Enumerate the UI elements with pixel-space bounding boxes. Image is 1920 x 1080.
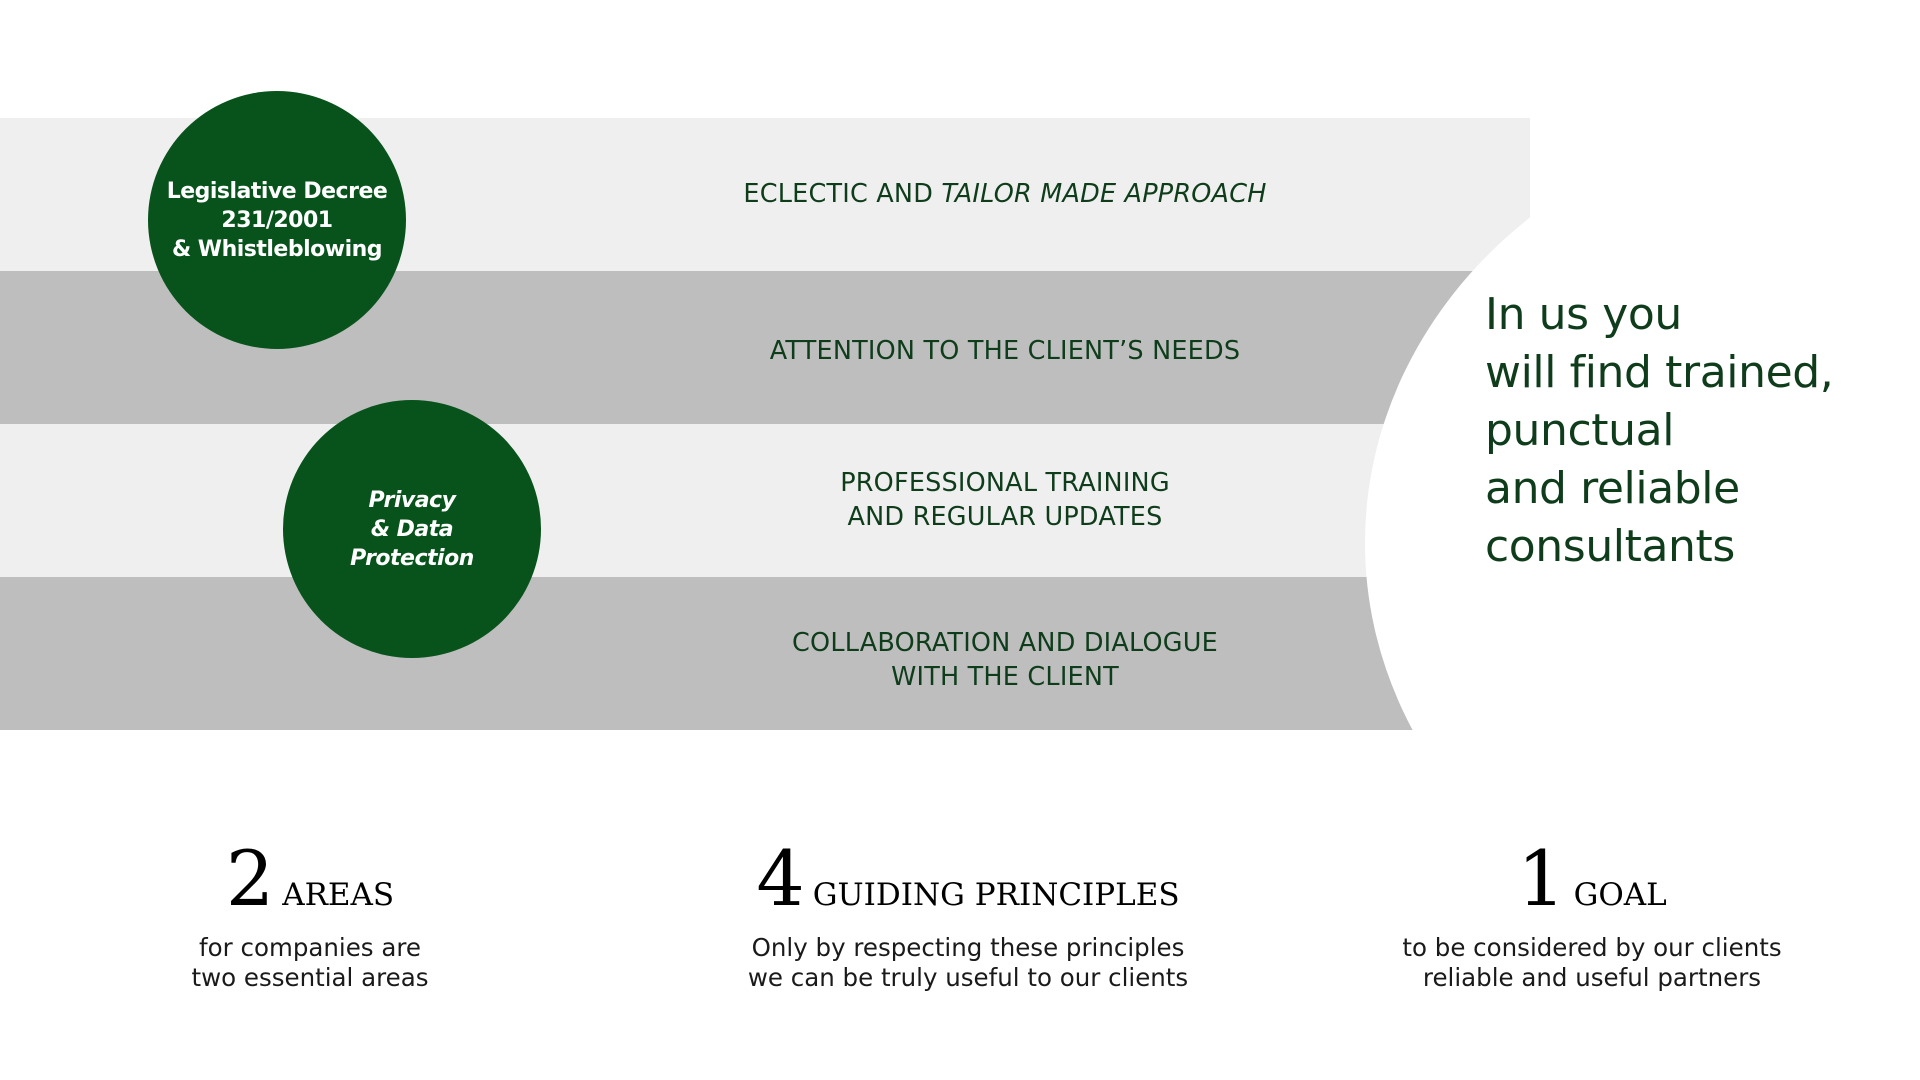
stat-principles-description: Only by respecting these principles we c…: [668, 933, 1268, 993]
area-circle-privacy: Privacy & Data Protection: [283, 400, 541, 658]
stat-areas-desc-line-1: for companies are: [199, 933, 421, 962]
stat-goal-word: GOAL: [1573, 877, 1667, 913]
stat-goal-desc-line-2: reliable and useful partners: [1422, 963, 1762, 992]
stat-areas-word: AREAS: [282, 877, 395, 913]
tagline-line-2: will find trained,: [1485, 347, 1834, 398]
area-2-line-1: Privacy: [368, 487, 456, 513]
right-panel-fill: [1530, 110, 1920, 740]
principle-3-text: PROFESSIONAL TRAINING AND REGULAR UPDATE…: [700, 466, 1310, 534]
principle-3-line-2: AND REGULAR UPDATES: [847, 502, 1163, 532]
tagline-line-3: punctual: [1485, 405, 1675, 456]
area-2-label: Privacy & Data Protection: [350, 486, 474, 573]
principle-3-line-1: PROFESSIONAL TRAINING: [840, 468, 1170, 498]
stat-areas-number: 2: [225, 834, 275, 923]
area-1-label: Legislative Decree 231/2001 & Whistleblo…: [167, 177, 388, 264]
principle-2-text: ATTENTION TO THE CLIENT’S NEEDS: [700, 334, 1310, 368]
area-1-line-3: & Whistleblowing: [171, 236, 383, 262]
tagline-line-4: and reliable: [1485, 463, 1740, 514]
stat-goal-desc-line-1: to be considered by our clients: [1402, 933, 1782, 962]
stat-areas-desc-line-2: two essential areas: [191, 963, 429, 992]
stat-goal-description: to be considered by our clients reliable…: [1292, 933, 1892, 993]
stat-areas-description: for companies are two essential areas: [10, 933, 610, 993]
area-2-line-2: & Data: [370, 516, 454, 542]
stat-principles-word: GUIDING PRINCIPLES: [812, 877, 1180, 913]
stat-principles-desc-line-1: Only by respecting these principles: [751, 933, 1185, 962]
principle-4-text: COLLABORATION AND DIALOGUE WITH THE CLIE…: [700, 626, 1310, 694]
principle-1-text: ECLECTIC AND TAILOR MADE APPROACH: [700, 177, 1310, 211]
tagline-line-1: In us you: [1485, 289, 1682, 340]
area-1-line-1: Legislative Decree: [166, 178, 388, 204]
principle-4-line-1: COLLABORATION AND DIALOGUE: [792, 628, 1218, 658]
principle-1-emphasis: TAILOR MADE APPROACH: [941, 179, 1267, 209]
tagline-line-5: consultants: [1485, 521, 1735, 572]
principle-2-label: ATTENTION TO THE CLIENT’S NEEDS: [769, 336, 1241, 366]
area-2-line-3: Protection: [350, 545, 474, 571]
stat-goal-number: 1: [1517, 834, 1566, 923]
tagline: In us you will find trained, punctual an…: [1485, 286, 1905, 576]
principle-4-line-2: WITH THE CLIENT: [891, 662, 1119, 692]
area-1-line-2: 231/2001: [221, 207, 333, 233]
stat-principles-desc-line-2: we can be truly useful to our clients: [747, 963, 1189, 992]
area-circle-legislative-decree: Legislative Decree 231/2001 & Whistleblo…: [148, 91, 406, 349]
principle-1-plain: ECLECTIC AND: [743, 179, 942, 209]
stat-principles-number: 4: [756, 834, 805, 923]
